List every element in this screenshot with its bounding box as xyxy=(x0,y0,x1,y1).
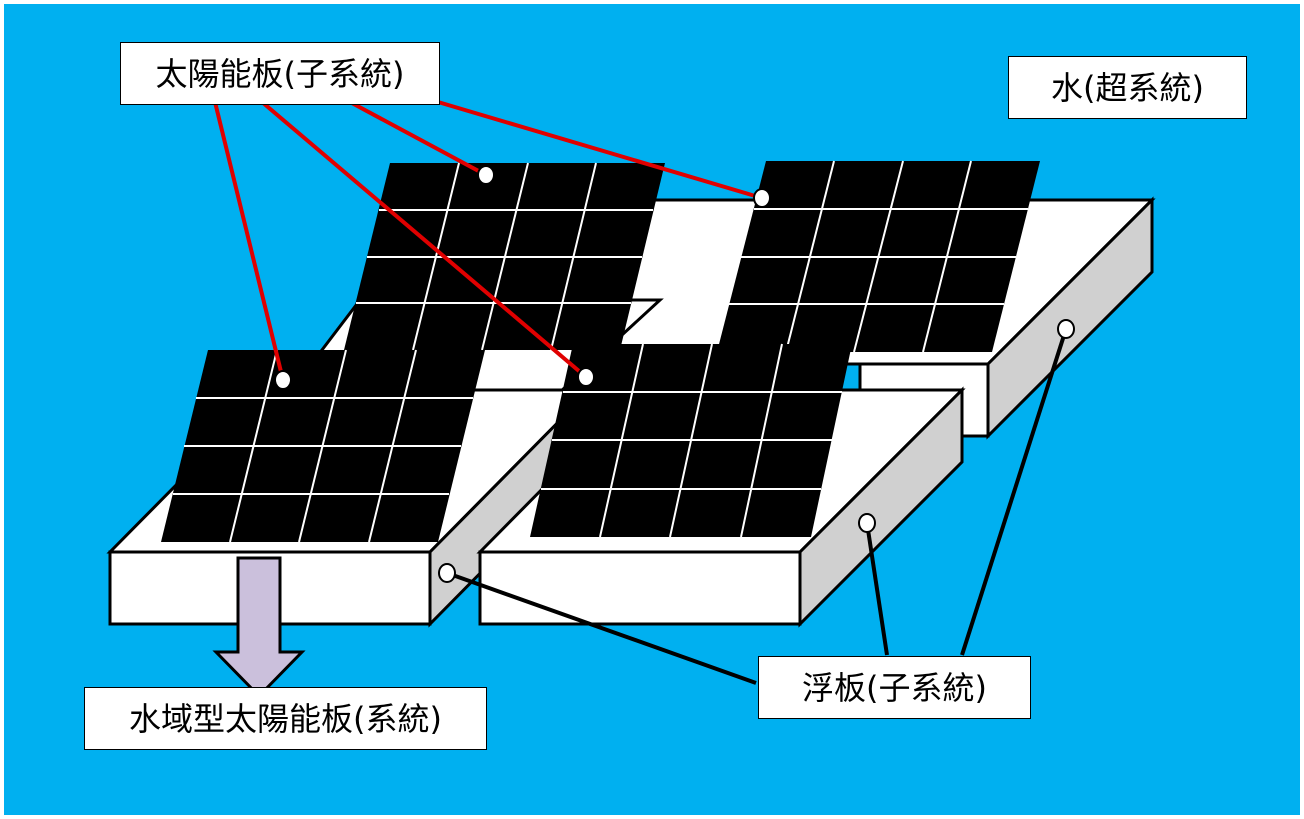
floating-solar-system-label: 水域型太陽能板(系統) xyxy=(84,687,487,750)
float-front-right-front xyxy=(478,550,802,626)
solar-panel-back-right xyxy=(717,160,1040,353)
solar-panel-front-left xyxy=(161,349,485,543)
solar-panel-back-left xyxy=(344,162,665,351)
marker-dot xyxy=(438,563,456,583)
marker-dot xyxy=(1057,319,1075,339)
marker-dot xyxy=(274,370,292,390)
marker-dot xyxy=(858,513,876,533)
solar-leader-lines xyxy=(213,100,763,381)
float-leader-lines xyxy=(446,328,1068,685)
solar-panel-front-right xyxy=(530,343,852,538)
marker-dots xyxy=(274,165,1075,583)
marker-dot xyxy=(577,367,595,387)
solar-panel-subsystem-label: 太陽能板(子系統) xyxy=(120,42,440,105)
marker-dot xyxy=(753,188,771,208)
system-arrow xyxy=(212,556,306,699)
float-subsystem-label: 浮板(子系統) xyxy=(758,656,1031,719)
water-supersystem-label: 水(超系統) xyxy=(1008,56,1247,119)
marker-dot xyxy=(477,165,495,185)
float-front-right-side xyxy=(798,386,964,628)
